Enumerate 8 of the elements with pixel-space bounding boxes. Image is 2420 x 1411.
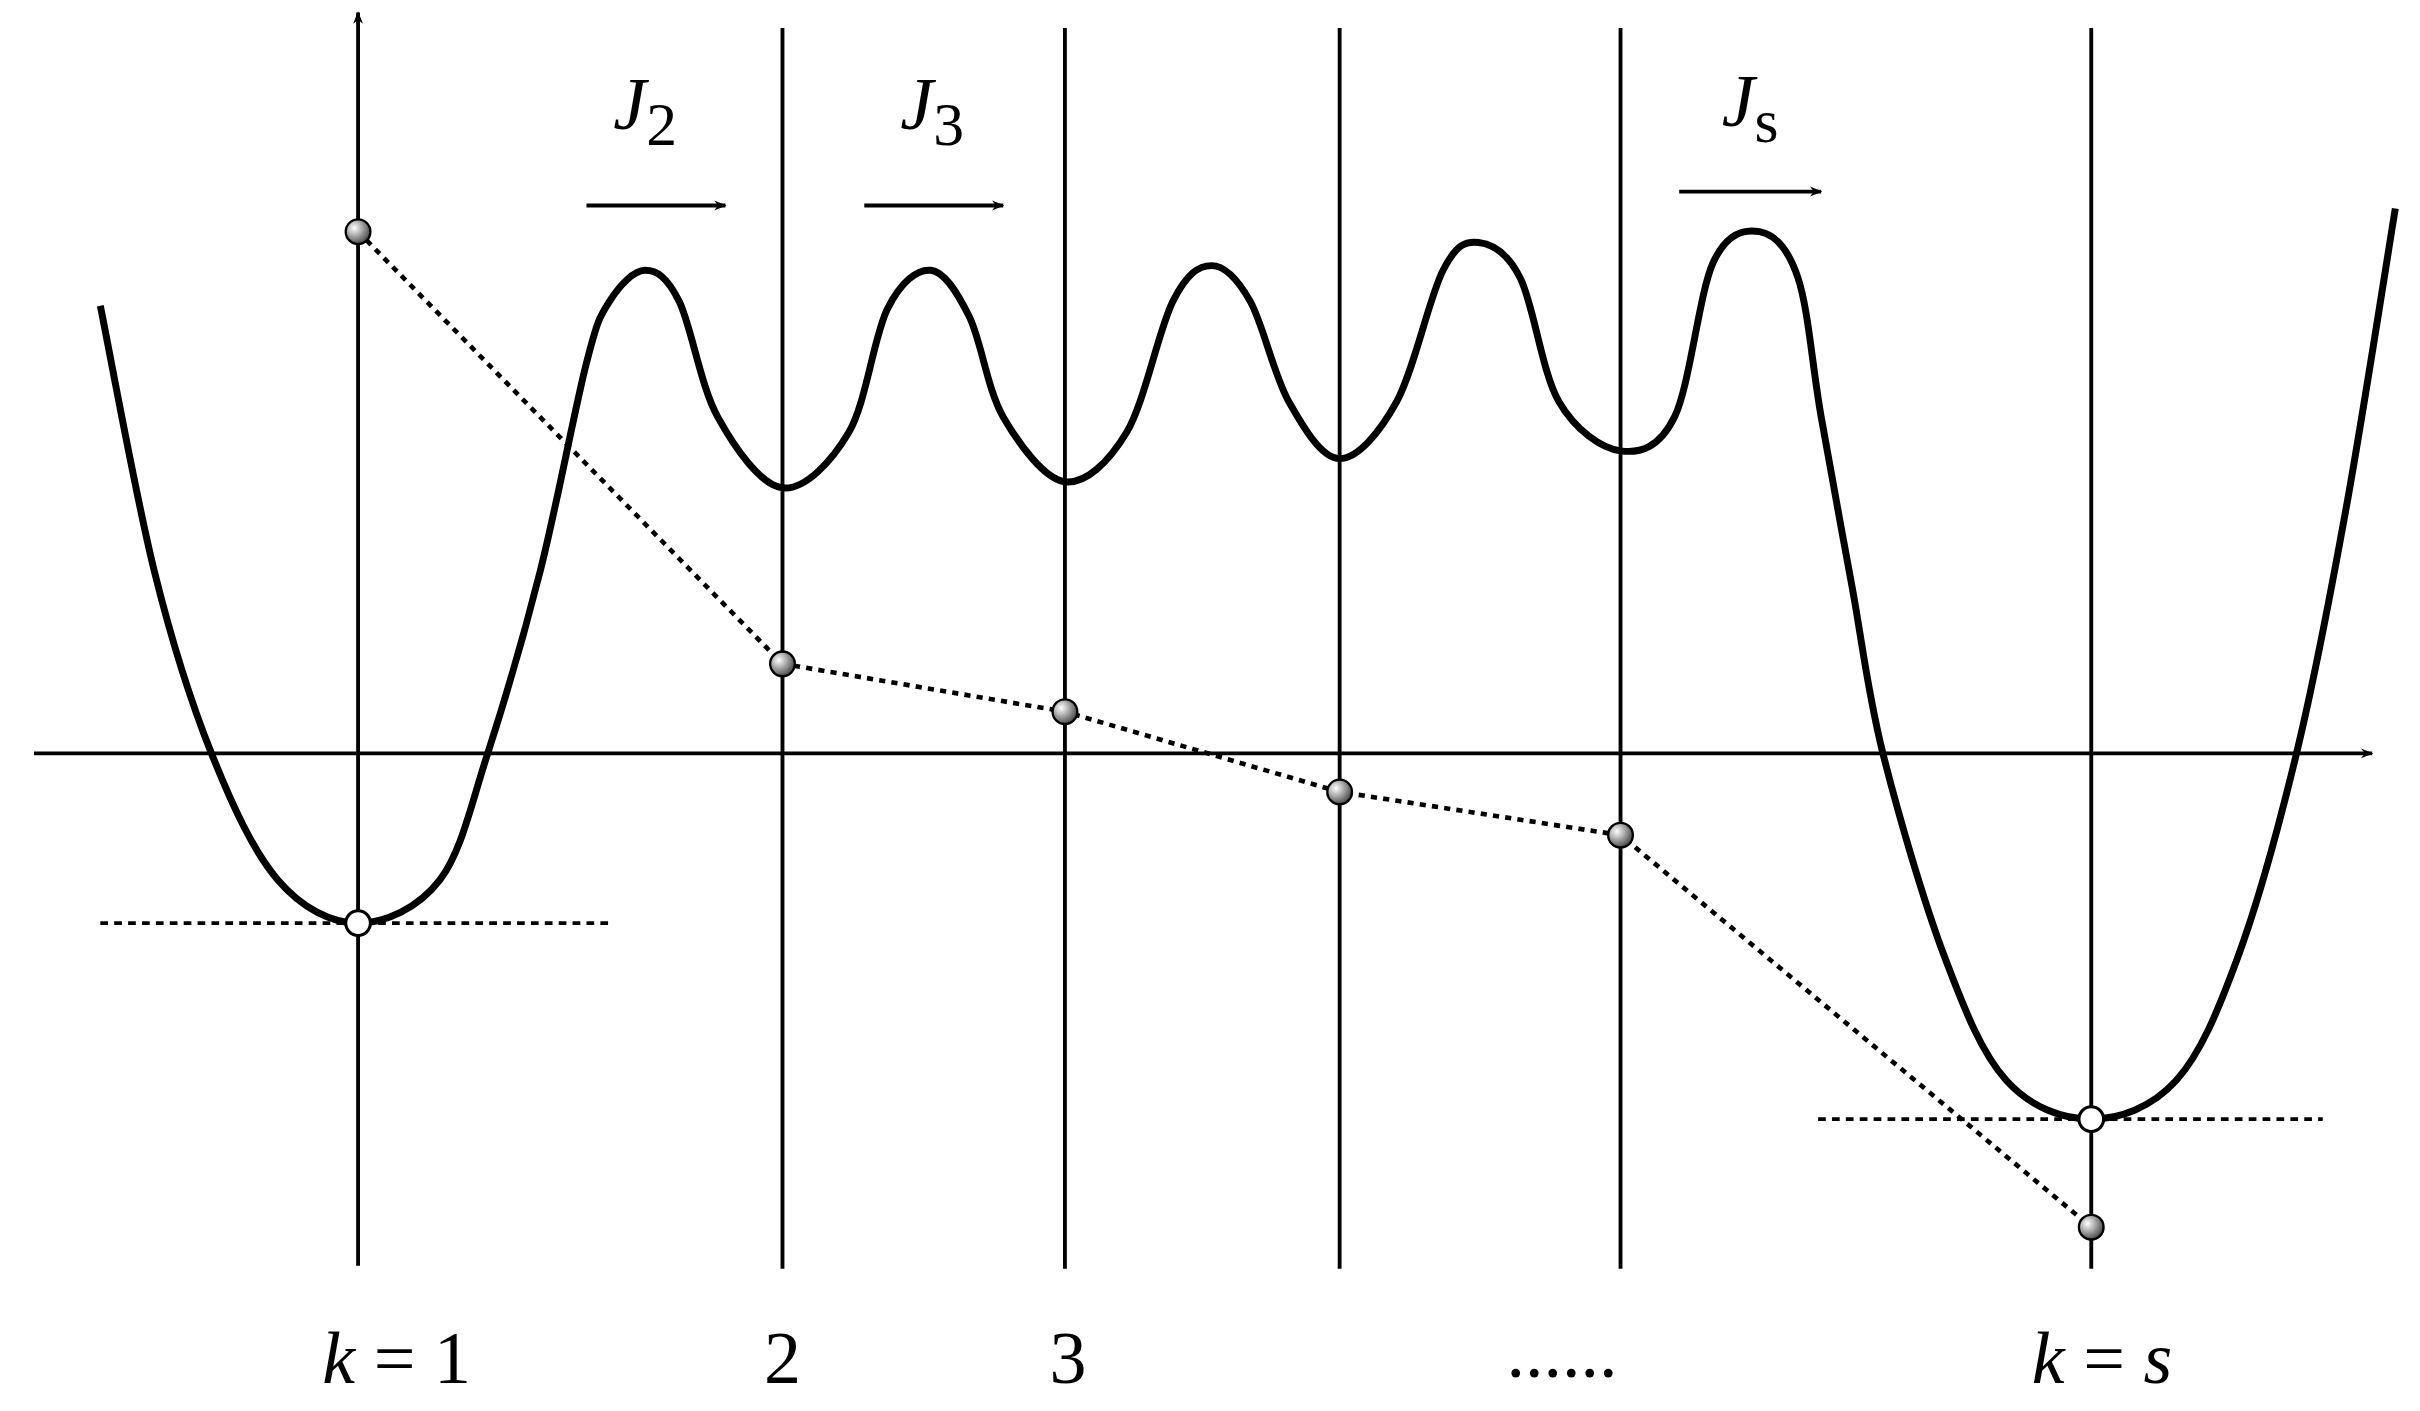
ellipsis-label: ......: [1506, 1315, 1618, 1389]
axis-label: k = s: [2031, 1321, 2173, 1396]
flux-label: J$_{s}$: [1721, 63, 1779, 153]
axis-label: 2: [764, 1321, 801, 1396]
flux-label: J$_{3}$: [900, 66, 965, 156]
flux-label: J$_{2}$: [613, 66, 677, 156]
axis-label: 3: [1049, 1321, 1087, 1396]
axis-label: k = 1: [322, 1321, 471, 1396]
